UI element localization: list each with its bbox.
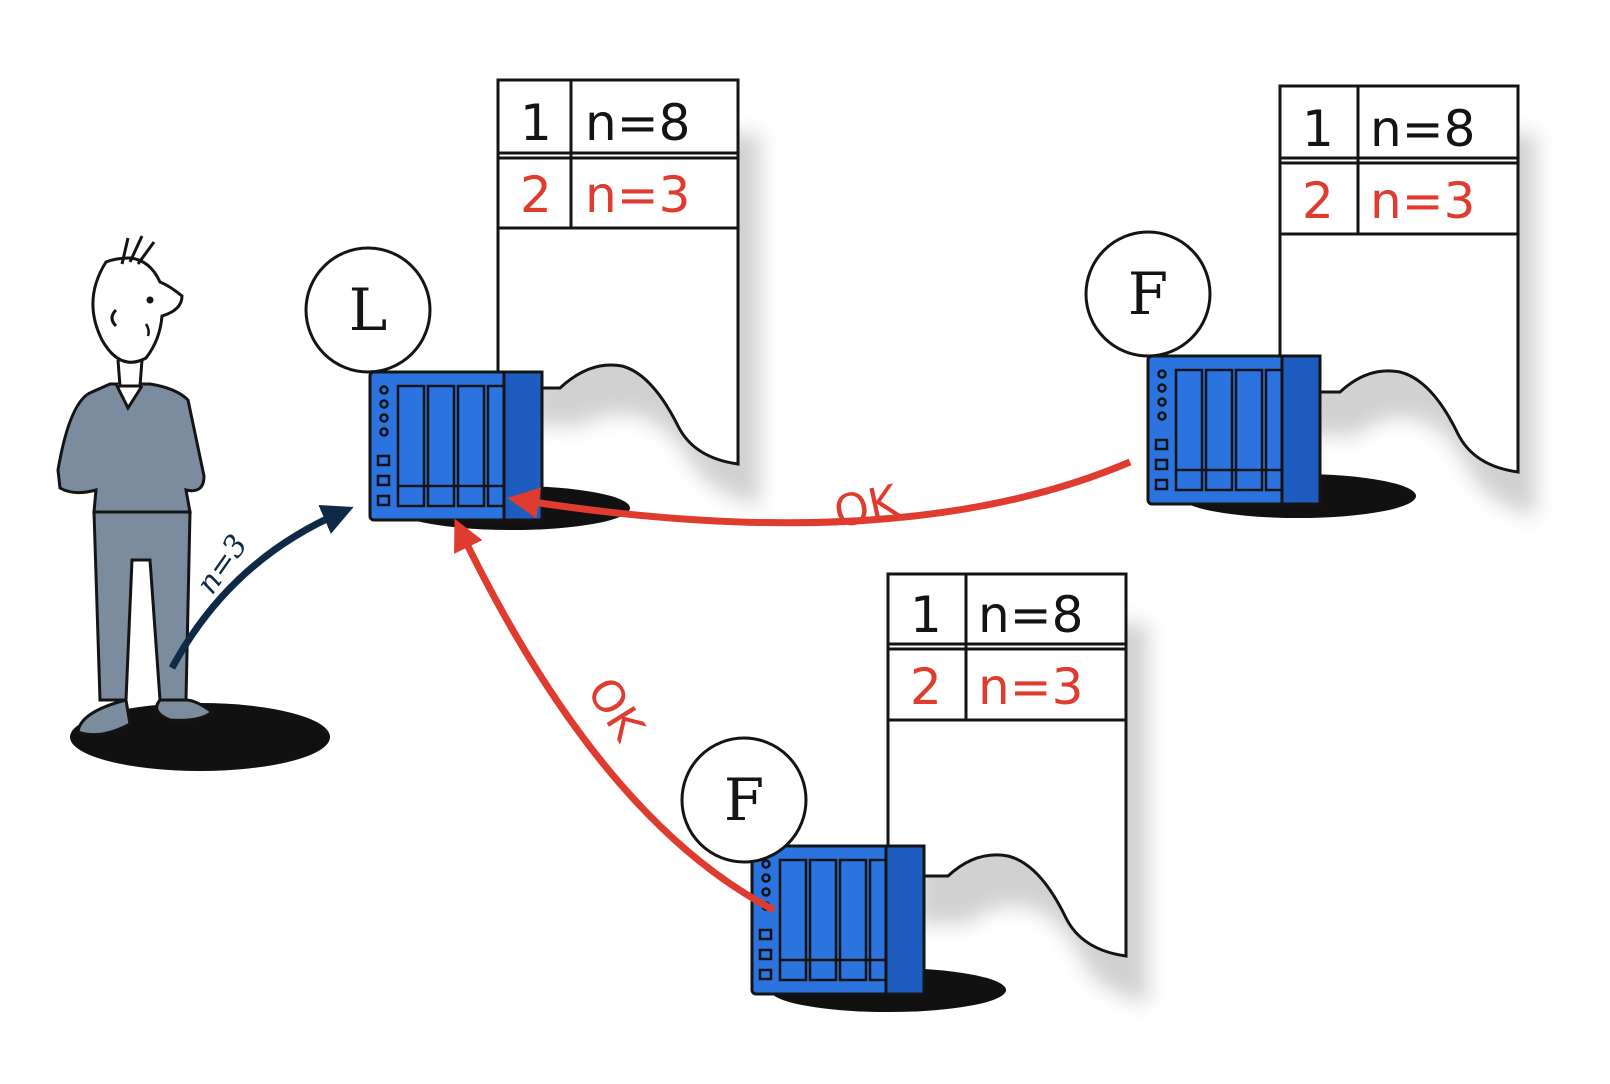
leader-role-badge [304,246,432,374]
follower-top-log-row1-index: 1 [1302,100,1334,158]
follower-bottom-log-row2-index: 2 [910,658,942,716]
ack-bottom-label: OK [577,669,655,751]
follower-top-role-letter: F [1128,260,1168,328]
follower-bottom-role-letter: F [724,766,764,834]
follower-bottom-log-row1-entry: n=8 [978,586,1083,644]
client-person [56,235,330,771]
leader-log-row1-entry: n=8 [585,94,690,152]
follower-top-log-table [1280,86,1518,236]
leader-node: 1 n=8 2 n=3 L [304,78,760,530]
leader-log-paper [496,78,740,466]
client-request-label: n=3 [190,528,255,600]
leader-log-row2-entry: n=3 [585,166,690,224]
follower-bottom-role-badge [680,736,808,864]
follower-top-server [1146,354,1322,506]
ack-top-label: OK [830,475,904,538]
leader-log-row2-index: 2 [520,166,552,224]
follower-top-log-paper [1278,84,1520,474]
follower-top-log-row1-entry: n=8 [1370,100,1475,158]
follower-top-log-row2-entry: n=3 [1370,172,1475,230]
follower-top-node: 1 n=8 2 n=3 F [1084,84,1536,518]
follower-bottom-log-paper [886,572,1128,958]
leader-log-table [498,80,738,230]
leader-log-row1-index: 1 [520,94,552,152]
follower-bottom-log-table [888,574,1126,722]
client-request-arrow: n=3 [168,504,354,670]
leader-server [368,370,544,522]
follower-top-role-badge [1084,230,1212,358]
person-shadow [70,703,330,771]
follower-bottom-server [750,844,926,996]
follower-top-log-row2-index: 2 [1302,172,1334,230]
follower-bottom-log-row1-index: 1 [910,586,942,644]
follower-bottom-log-row2-entry: n=3 [978,658,1083,716]
leader-role-letter: L [349,276,388,344]
follower-bottom-node: 1 n=8 2 n=3 F [680,572,1148,1012]
